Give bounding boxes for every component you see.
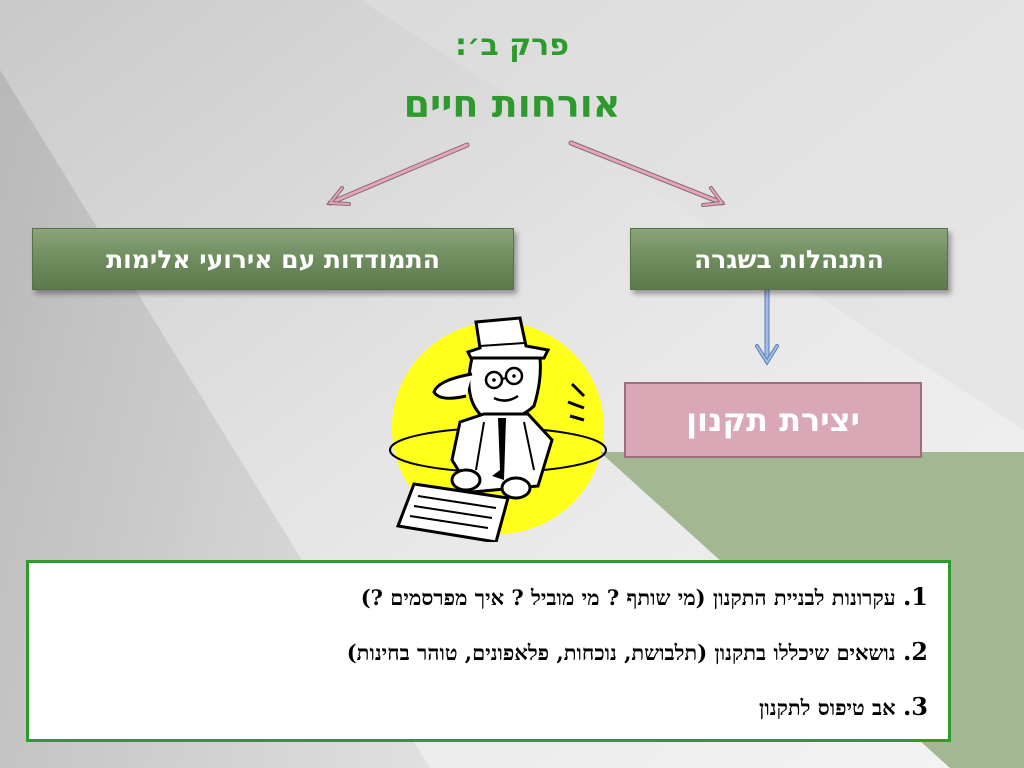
box-violence-events: התמודדות עם אירועי אלימות [32, 228, 514, 290]
list-item-number: 3. [902, 692, 928, 721]
list-item-text: נושאים שיכללו בתקנון (תלבושת, נוכחות, פל… [346, 640, 896, 665]
box-routine-conduct: התנהלות בשגרה [630, 228, 948, 290]
box-create-regulations: יצירת תקנון [624, 382, 922, 458]
list-item: 3. אב טיפוס לתקנון [49, 679, 928, 734]
writer-with-paper-icon [389, 316, 607, 542]
regulations-list: 1. עקרונות לבניית התקנון (מי שותף ? מי מ… [26, 560, 951, 742]
list-item-number: 2. [902, 637, 928, 666]
list-item-number: 1. [902, 582, 928, 611]
list-item-text: עקרונות לבניית התקנון (מי שותף ? מי מובי… [360, 585, 896, 610]
list-item: 2. נושאים שיכללו בתקנון (תלבושת, נוכחות,… [49, 624, 928, 679]
list-item-text: אב טיפוס לתקנון [759, 695, 896, 720]
chapter-subtitle: אורחות חיים [403, 82, 621, 126]
list-item: 1. עקרונות לבניית התקנון (מי שותף ? מי מ… [49, 569, 928, 624]
chapter-title: פרק ב׳: [455, 28, 569, 63]
